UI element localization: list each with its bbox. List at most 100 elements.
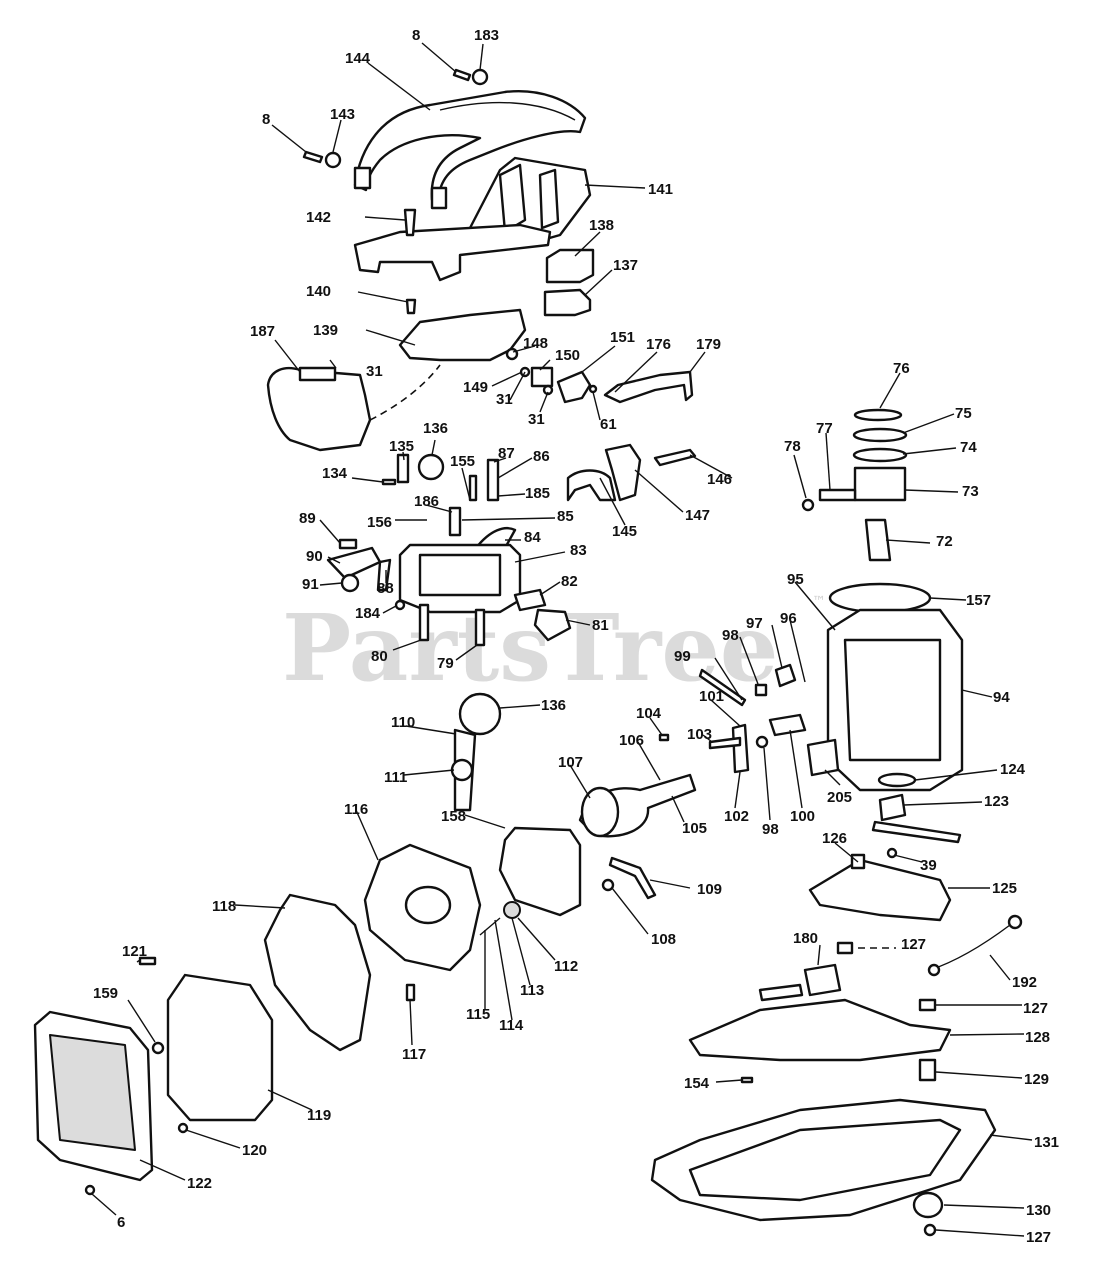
watermark-text: PartsTree (282, 594, 778, 702)
callout-131: 131 (1034, 1134, 1059, 1151)
callout-101: 101 (699, 688, 724, 705)
callout-109: 109 (697, 881, 722, 898)
callout-98-b: 98 (762, 821, 779, 838)
callout-94: 94 (993, 689, 1010, 706)
watermark-trademark: ™ (812, 594, 826, 610)
callout-31-c: 31 (528, 411, 545, 428)
callout-102: 102 (724, 808, 749, 825)
callout-81: 81 (592, 617, 609, 634)
callout-115: 115 (466, 1006, 490, 1023)
callout-106: 106 (619, 732, 644, 749)
callout-88: 88 (377, 580, 394, 597)
callout-154: 154 (684, 1075, 710, 1092)
callout-117: 117 (402, 1046, 426, 1063)
callout-176: 176 (646, 336, 671, 353)
callout-85: 85 (557, 508, 574, 525)
callout-87: 87 (498, 445, 515, 462)
callout-104: 104 (636, 705, 662, 722)
callout-105: 105 (682, 820, 707, 837)
callout-187: 187 (250, 323, 275, 340)
callout-142: 142 (306, 209, 331, 226)
callout-149: 149 (463, 379, 488, 396)
callout-97: 97 (746, 615, 763, 632)
callout-91: 91 (302, 576, 319, 593)
callout-labels: 8 183 144 8 143 141 142 138 137 140 139 … (93, 27, 1059, 1246)
callout-72: 72 (936, 533, 953, 550)
callout-75: 75 (955, 405, 972, 422)
callout-139: 139 (313, 322, 338, 339)
callout-120: 120 (242, 1142, 267, 1159)
callout-128: 128 (1025, 1029, 1050, 1046)
callout-108: 108 (651, 931, 676, 948)
callout-159: 159 (93, 985, 118, 1002)
callout-8: 8 (412, 27, 420, 44)
callout-158: 158 (441, 808, 466, 825)
callout-79: 79 (437, 655, 454, 672)
callout-112: 112 (554, 958, 578, 975)
callout-77: 77 (816, 420, 833, 437)
callout-136-b: 136 (541, 697, 566, 714)
callout-107: 107 (558, 754, 583, 771)
callout-129: 129 (1024, 1071, 1049, 1088)
callout-123: 123 (984, 793, 1009, 810)
callout-127-c: 127 (1026, 1229, 1051, 1246)
callout-98: 98 (722, 627, 739, 644)
callout-151: 151 (610, 329, 635, 346)
callout-100: 100 (790, 808, 815, 825)
callout-143: 143 (330, 106, 355, 123)
callout-180: 180 (793, 930, 818, 947)
callout-31-b: 31 (496, 391, 513, 408)
callout-39: 39 (920, 857, 937, 874)
callout-186: 186 (414, 493, 439, 510)
callout-184: 184 (355, 605, 381, 622)
callout-140: 140 (306, 283, 331, 300)
callout-80: 80 (371, 648, 388, 665)
callout-99: 99 (674, 648, 691, 665)
callout-205: 205 (827, 789, 852, 806)
callout-155: 155 (450, 453, 475, 470)
callout-147: 147 (685, 507, 710, 524)
callout-96: 96 (780, 610, 797, 627)
callout-8-left: 8 (262, 111, 270, 128)
callout-113: 113 (520, 982, 544, 999)
callout-74: 74 (960, 439, 977, 456)
callout-156: 156 (367, 514, 392, 531)
callout-134: 134 (322, 465, 348, 482)
callout-150: 150 (555, 347, 580, 364)
callout-127: 127 (901, 936, 926, 953)
callout-118: 118 (212, 898, 236, 915)
callout-124: 124 (1000, 761, 1026, 778)
leader-lines (91, 42, 1033, 1237)
callout-145: 145 (612, 523, 637, 540)
callout-95: 95 (787, 571, 804, 588)
callout-135: 135 (389, 438, 414, 455)
callout-127-b: 127 (1023, 1000, 1048, 1017)
callout-103: 103 (687, 726, 712, 743)
callout-110: 110 (391, 714, 415, 731)
callout-157: 157 (966, 592, 991, 609)
callout-144: 144 (345, 50, 371, 67)
callout-125: 125 (992, 880, 1017, 897)
callout-31: 31 (366, 363, 383, 380)
callout-192: 192 (1012, 974, 1037, 991)
callout-84: 84 (524, 529, 541, 546)
callout-119: 119 (307, 1107, 331, 1124)
callout-83: 83 (570, 542, 587, 559)
callout-89: 89 (299, 510, 316, 527)
callout-138: 138 (589, 217, 614, 234)
callout-116: 116 (344, 801, 368, 818)
callout-183: 183 (474, 27, 499, 44)
callout-61: 61 (600, 416, 617, 433)
callout-121: 121 (122, 943, 147, 960)
callout-122: 122 (187, 1175, 212, 1192)
callout-130: 130 (1026, 1202, 1051, 1219)
callout-82: 82 (561, 573, 578, 590)
callout-114: 114 (499, 1017, 524, 1034)
callout-126: 126 (822, 830, 847, 847)
callout-146: 146 (707, 471, 732, 488)
callout-73: 73 (962, 483, 979, 500)
callout-136: 136 (423, 420, 448, 437)
part-drawings (33, 68, 1023, 1237)
callout-111: 111 (384, 769, 407, 786)
